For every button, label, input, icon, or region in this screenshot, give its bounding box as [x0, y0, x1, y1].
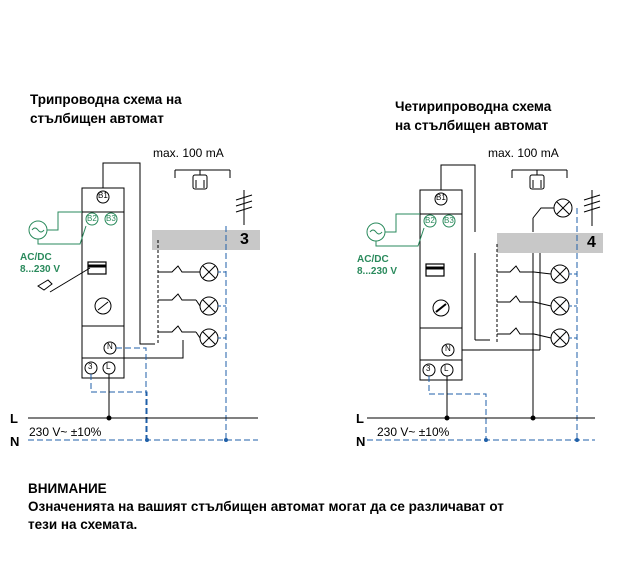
- right-bus-n-label: N: [356, 434, 366, 449]
- right-supply-type: AC/DC: [357, 254, 389, 265]
- right-terminal-b1: [434, 192, 448, 206]
- left-terminal-l-label: L: [106, 362, 111, 371]
- left-pushbuttons: [157, 240, 196, 344]
- right-scheme-number: 4: [587, 234, 596, 251]
- left-hand-icon: [37, 279, 53, 291]
- right-remote-button-icon: [511, 169, 568, 190]
- left-terminal-b3: [104, 212, 118, 226]
- right-voltage: 230 V~ ±10%: [377, 425, 450, 439]
- left-scheme-band: [152, 230, 260, 250]
- warning-heading: ВНИМАНИЕ: [28, 481, 107, 496]
- right-terminal-3-label: 3: [426, 364, 431, 373]
- left-wire-count-icon: [235, 190, 253, 225]
- warning-line1: Означенията на вашият стълбищен автомат …: [28, 499, 504, 514]
- right-supply-voltage: 8...230 V: [357, 266, 398, 277]
- left-scheme-number: 3: [240, 231, 249, 248]
- right-pushbuttons: [496, 244, 534, 344]
- right-display: [425, 263, 445, 277]
- left-acdc-source: [28, 211, 87, 245]
- left-lamps: [195, 262, 219, 348]
- right-title-line1: Четирипроводна схема: [395, 99, 552, 114]
- left-bus-l-label: L: [10, 411, 18, 426]
- left-display: [87, 261, 107, 275]
- right-bus-l-label: L: [356, 411, 364, 426]
- right-terminal-b3: [442, 214, 456, 228]
- left-title-line1: Трипроводна схема на: [30, 92, 182, 107]
- left-terminal-b1-label: B1: [98, 191, 108, 200]
- left-remote-button-icon: [174, 169, 231, 190]
- right-knob-icon: [432, 299, 450, 317]
- left-title-line2: стълбищен автомат: [30, 111, 164, 126]
- left-terminal-b2: [85, 212, 99, 226]
- right-terminal-n: [441, 343, 455, 357]
- right-title-line2: на стълбищен автомат: [395, 118, 549, 133]
- right-acdc-source: [366, 213, 425, 247]
- right-terminal-b2-label: B2: [425, 216, 435, 225]
- left-terminal-b1: [96, 190, 110, 204]
- warning-line2: тези на схемата.: [28, 517, 138, 532]
- right-diagram: [366, 164, 603, 442]
- right-terminal-b3-label: B3: [444, 216, 454, 225]
- left-knob-icon: [94, 297, 112, 315]
- right-max-current: max. 100 mA: [488, 146, 559, 160]
- left-max-current: max. 100 mA: [153, 146, 224, 160]
- right-lamps: [550, 198, 573, 348]
- left-supply-type: AC/DC: [20, 252, 52, 263]
- warning-note: ВНИМАНИЕ Означенията на вашият стълбищен…: [28, 480, 504, 534]
- left-terminal-b2-label: B2: [87, 214, 97, 223]
- left-bus-n-label: N: [10, 434, 20, 449]
- left-terminal-n-label: N: [107, 342, 113, 351]
- left-terminal-b3-label: B3: [106, 214, 116, 223]
- right-terminal-b2: [423, 214, 437, 228]
- left-diagram: [28, 162, 260, 442]
- left-supply-voltage: 8...230 V: [20, 264, 61, 275]
- right-terminal-l-label: L: [444, 364, 449, 373]
- left-terminal-3-label: 3: [88, 362, 93, 371]
- right-terminal-n-label: N: [445, 344, 451, 353]
- left-voltage: 230 V~ ±10%: [29, 425, 102, 439]
- right-wire-count-icon: [583, 190, 601, 226]
- right-terminal-b1-label: B1: [436, 193, 446, 202]
